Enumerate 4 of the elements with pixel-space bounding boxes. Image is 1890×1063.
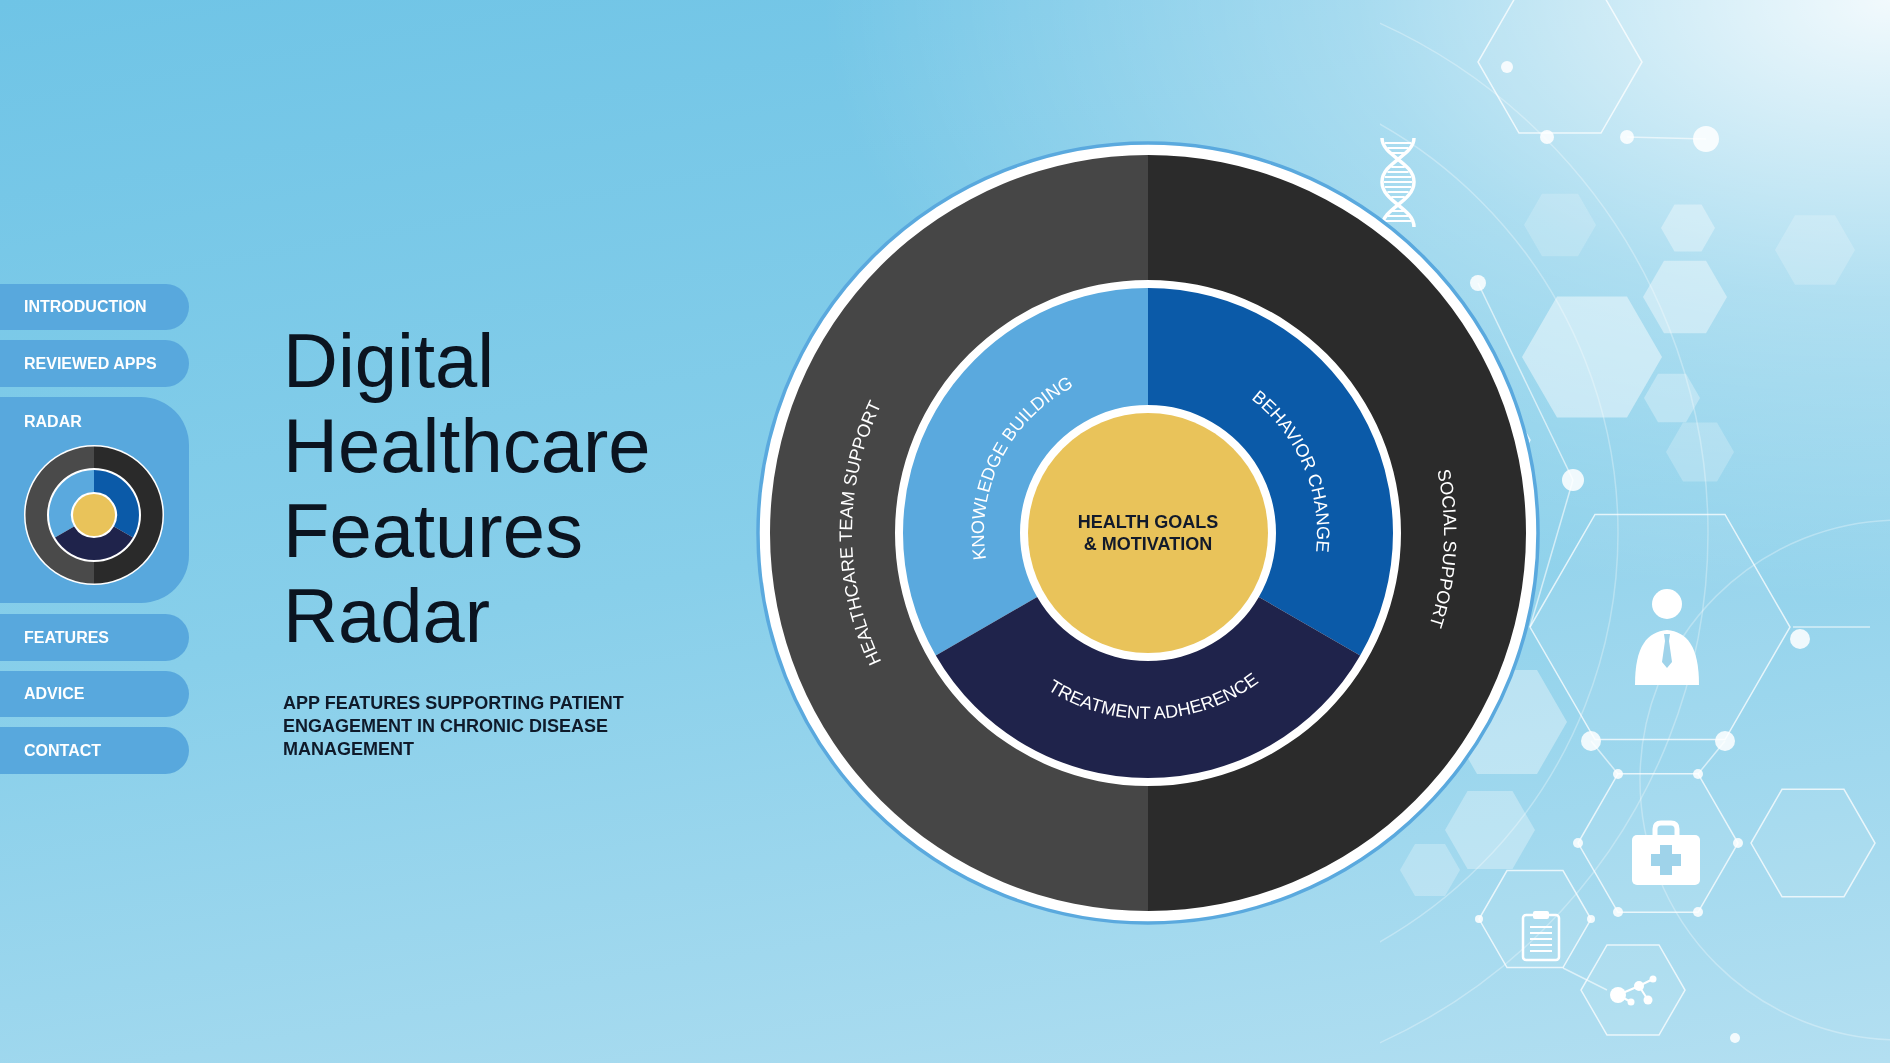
- circle-label: HEALTH GOALS & MOTIVATION: [1076, 511, 1220, 555]
- slide-title: Digital Healthcare Features Radar: [283, 318, 652, 658]
- subtitle: APP FEATURES SUPPORTING PATIENT ENGAGEMENT IN CHRONIC DISEASE MANAGEMENT: [283, 692, 625, 761]
- nav-label: RADAR: [24, 412, 82, 432]
